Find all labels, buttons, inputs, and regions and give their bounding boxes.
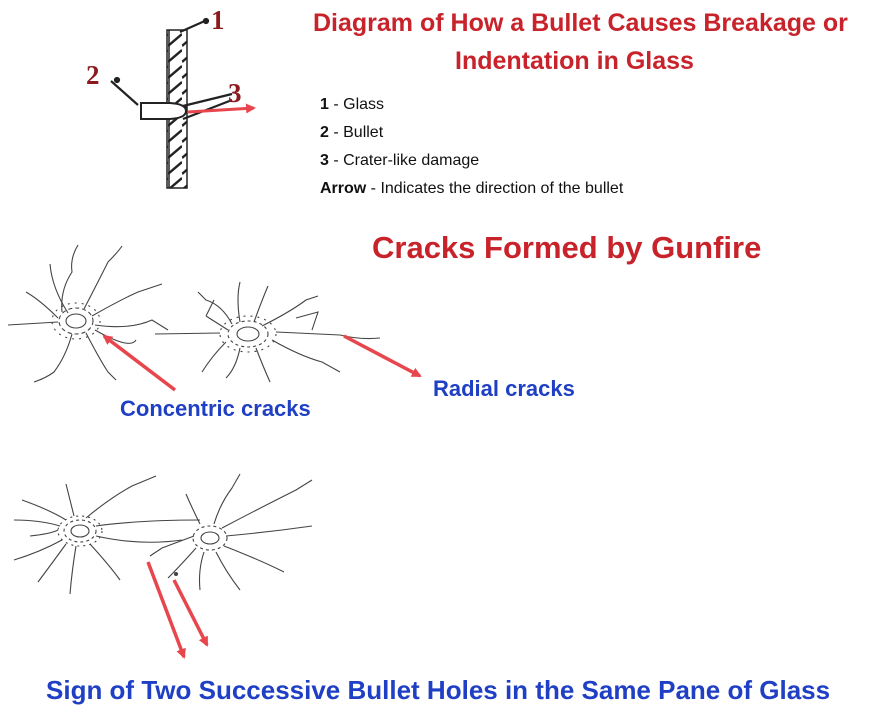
legend-key: 3: [320, 152, 329, 169]
radial-cracks-label: Radial cracks: [433, 376, 575, 401]
legend-text: - Bullet: [328, 124, 384, 141]
bullet-shape: [140, 102, 188, 120]
concentric-crack-pattern: [7, 244, 169, 383]
concentric-cracks-label: Concentric cracks: [120, 396, 311, 421]
legend-item: 2 - Bullet: [320, 119, 623, 147]
legend-key: 2: [320, 124, 329, 141]
legend: 1 - Glass 2 - Bullet 3 - Crater-like dam…: [320, 91, 623, 203]
radial-crack-pattern: [154, 281, 381, 383]
hole-pointer-arrow-1: [146, 561, 186, 659]
diagram-title-line2: Indentation in Glass: [455, 47, 694, 75]
label-number-3: 3: [228, 78, 242, 108]
label-number-2: 2: [86, 60, 100, 90]
legend-key: Arrow: [320, 180, 367, 197]
two-holes-caption: Sign of Two Successive Bullet Holes in t…: [46, 675, 831, 705]
legend-item: Arrow - Indicates the direction of the b…: [320, 175, 623, 203]
label-number-1: 1: [211, 5, 225, 35]
hole-pointer-arrow-2: [172, 579, 209, 647]
legend-item: 3 - Crater-like damage: [320, 147, 623, 175]
cracks-heading: Cracks Formed by Gunfire: [372, 230, 762, 265]
legend-text: - Glass: [328, 96, 385, 113]
radial-pointer-arrow: [343, 334, 422, 378]
bullet-direction-arrow: [187, 103, 256, 114]
concentric-pointer-arrow: [102, 334, 177, 392]
legend-text: - Indicates the direction of the bullet: [366, 180, 624, 197]
legend-key: 1: [320, 96, 329, 113]
legend-item: 1 - Glass: [320, 91, 623, 119]
diagram-title-line1: Diagram of How a Bullet Causes Breakage …: [313, 9, 848, 37]
legend-text: - Crater-like damage: [328, 152, 480, 169]
two-bullet-holes-pattern: [13, 473, 313, 595]
